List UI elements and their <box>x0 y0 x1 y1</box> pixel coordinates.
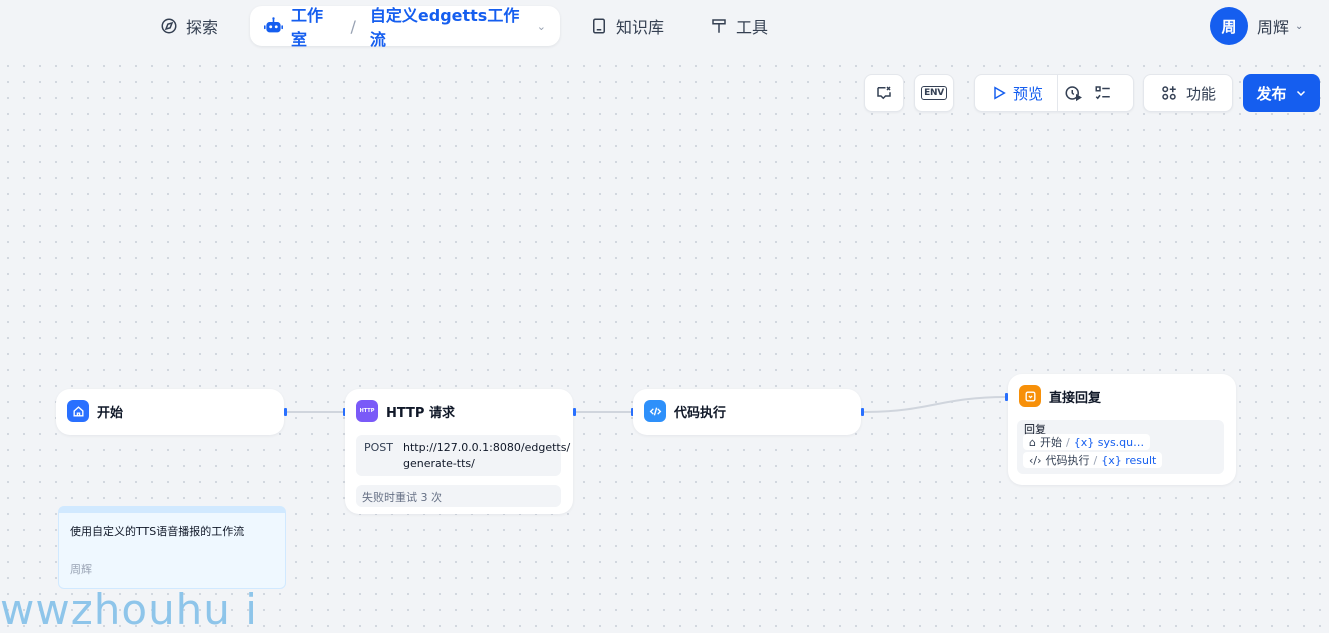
nav-explore-label: 探索 <box>186 18 219 37</box>
clock-play-icon <box>1065 86 1082 102</box>
env-icon: ENV <box>921 86 947 100</box>
top-navigation: 探索 工作室 / 自定义edgetts工作流 ⌄ 知识库 工具 周 周辉 ⌄ <box>0 0 1329 58</box>
chevron-down-icon <box>1296 90 1305 97</box>
preview-button[interactable]: 预览 <box>975 75 1059 111</box>
code-icon: ‹/› <box>1029 453 1042 467</box>
answer-var-chip: ⌂ 开始 / {x} sys.qu… <box>1023 434 1151 450</box>
http-url-line2: generate-tts/ <box>403 457 475 470</box>
message-reply-icon <box>1019 385 1041 407</box>
chat-check-icon <box>877 86 891 100</box>
node-answer-input-handle[interactable] <box>1005 393 1008 401</box>
publish-label: 发布 <box>1256 84 1287 103</box>
watermark: wwzhouhu i <box>0 585 258 633</box>
compass-icon <box>161 18 177 34</box>
node-code-title: 代码执行 <box>674 405 727 421</box>
avatar[interactable]: 周 <box>1210 7 1248 45</box>
node-http-title: HTTP 请求 <box>386 405 455 421</box>
preview-label: 预览 <box>1013 84 1044 103</box>
nav-knowledge[interactable]: 知识库 <box>580 8 674 44</box>
node-answer-title: 直接回复 <box>1049 390 1102 406</box>
node-http-output-handle[interactable] <box>573 408 576 416</box>
note-author: 周辉 <box>70 563 92 576</box>
play-icon <box>994 86 1006 100</box>
nav-knowledge-label: 知识库 <box>616 18 665 37</box>
var-node-name: 开始 <box>1039 436 1062 449</box>
nav-tools-label: 工具 <box>736 18 769 37</box>
history-button[interactable] <box>1058 75 1088 111</box>
note-text: 使用自定义的TTS语音播报的工作流 <box>70 525 245 538</box>
answer-section-label: 回复 <box>1024 423 1046 436</box>
http-url-line1: http://127.0.0.1:8080/edgetts/ <box>403 441 571 454</box>
node-start-header: 开始 <box>67 400 123 422</box>
list-check-icon <box>1095 86 1110 100</box>
node-code-input-handle[interactable] <box>631 408 634 416</box>
nav-explore[interactable]: 探索 <box>150 8 228 44</box>
var-node-name: 代码执行 <box>1045 454 1090 467</box>
nav-studio-label[interactable]: 工作室 <box>290 6 323 49</box>
app-name[interactable]: 自定义edgetts工作流 <box>369 6 520 49</box>
http-retry-label: 失败时重试 3 次 <box>362 491 442 504</box>
node-http[interactable]: HTTP HTTP 请求 POST http://127.0.0.1:8080/… <box>345 389 573 514</box>
node-answer-header: 直接回复 <box>1019 385 1101 407</box>
user-name: 周辉 <box>1257 18 1290 37</box>
user-menu[interactable]: 周辉 ⌄ <box>1257 14 1303 38</box>
http-method: POST <box>364 441 393 454</box>
note-card[interactable]: 使用自定义的TTS语音播报的工作流 周辉 <box>58 506 286 589</box>
chevron-down-icon[interactable]: ⌄ <box>536 19 546 33</box>
http-request-summary: POST http://127.0.0.1:8080/edgetts/ gene… <box>356 435 570 476</box>
features-icon <box>1162 86 1176 100</box>
publish-button[interactable]: 发布 <box>1243 74 1320 112</box>
node-start-output-handle[interactable] <box>284 408 287 416</box>
var-name: {x} result <box>1101 453 1157 467</box>
studio-breadcrumb[interactable]: 工作室 / 自定义edgetts工作流 ⌄ <box>250 6 560 49</box>
answer-var-chip: ‹/› 代码执行 / {x} result <box>1023 452 1163 468</box>
var-name: {x} sys.qu… <box>1073 435 1145 449</box>
code-icon <box>644 400 666 422</box>
checklist-list-button[interactable] <box>1088 75 1118 111</box>
node-start-title: 开始 <box>97 405 124 421</box>
edge-code-answer <box>863 396 1007 413</box>
robot-icon <box>264 17 283 33</box>
node-start[interactable]: 开始 <box>56 389 284 435</box>
nav-tools[interactable]: 工具 <box>700 8 778 44</box>
chevron-down-icon: ⌄ <box>1295 20 1304 32</box>
home-icon <box>67 400 89 422</box>
book-icon <box>593 18 605 34</box>
node-code-header: 代码执行 <box>644 400 726 422</box>
home-icon: ⌂ <box>1029 435 1036 449</box>
env-button[interactable]: ENV <box>914 74 954 112</box>
node-http-header: HTTP HTTP 请求 <box>356 400 455 422</box>
node-code[interactable]: 代码执行 <box>633 389 861 435</box>
node-http-input-handle[interactable] <box>343 408 346 416</box>
features-label: 功能 <box>1185 84 1216 103</box>
http-icon: HTTP <box>356 400 378 422</box>
breadcrumb-separator: / <box>350 16 356 36</box>
features-button[interactable]: 功能 <box>1143 74 1233 112</box>
checklist-button[interactable] <box>864 74 904 112</box>
hammer-icon <box>712 19 726 33</box>
run-controls: 预览 <box>974 74 1134 112</box>
http-retry-info: 失败时重试 3 次 <box>356 485 561 507</box>
node-answer[interactable]: 直接回复 回复 <box>1008 374 1236 485</box>
node-code-output-handle[interactable] <box>861 408 864 416</box>
